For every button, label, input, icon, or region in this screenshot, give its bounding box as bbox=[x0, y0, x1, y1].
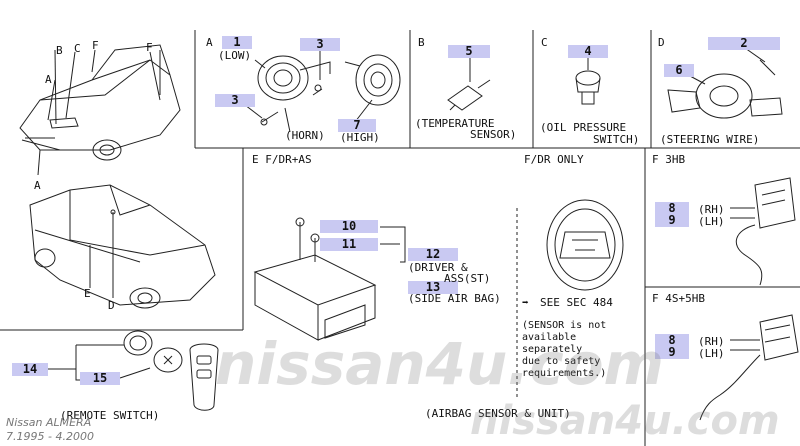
car-rear-overview bbox=[29, 184, 216, 309]
car-front-overview bbox=[19, 44, 181, 176]
overview-label-f-right: F bbox=[146, 41, 153, 54]
sensor-note-line-2: available bbox=[522, 332, 577, 343]
label-oil-pressure: (OIL PRESSURE bbox=[540, 121, 627, 134]
callout-9-4s5hb: 9 bbox=[655, 346, 689, 359]
overview-label-f: F bbox=[92, 39, 99, 52]
callout-8-3hb: 8 bbox=[655, 202, 689, 215]
panel-label-f-dr-only: F/DR ONLY bbox=[524, 153, 584, 166]
label-rh-4s5hb: (RH) bbox=[698, 335, 725, 348]
overview-label-a-lower: A bbox=[34, 179, 41, 192]
sensor-note-line-4: due to safety bbox=[522, 356, 601, 367]
label-sensor: SENSOR) bbox=[470, 128, 517, 141]
callout-1: 1 bbox=[222, 36, 252, 49]
callout-11: 11 bbox=[320, 238, 378, 251]
side-sensor-3hb-illustration bbox=[730, 177, 796, 286]
label-steering-wire: (STEERING WIRE) bbox=[660, 133, 760, 146]
temperature-sensor-illustration bbox=[447, 55, 491, 111]
callout-12: 12 bbox=[408, 248, 458, 261]
overview-label-a: A bbox=[45, 73, 52, 86]
panel-label-f-3hb: F 3HB bbox=[652, 153, 686, 166]
callout-13: 13 bbox=[408, 281, 458, 294]
callout-4: 4 bbox=[568, 45, 608, 58]
panel-label-f-4s5hb: F 4S+5HB bbox=[652, 292, 705, 305]
spiral-cable-illustration bbox=[667, 47, 783, 119]
callout-6: 6 bbox=[664, 64, 694, 77]
label-temperature: (TEMPERATURE bbox=[415, 117, 495, 130]
steering-wheel-illustration bbox=[546, 199, 624, 291]
airbag-unit-illustration bbox=[253, 217, 406, 341]
panel-label-a: A bbox=[206, 36, 213, 49]
panel-label-c: C bbox=[541, 36, 548, 49]
label-assist: ASS(ST) bbox=[444, 272, 491, 285]
callout-7: 7 bbox=[338, 119, 376, 132]
callout-14: 14 bbox=[12, 363, 48, 376]
callout-9-3hb: 9 bbox=[655, 214, 689, 227]
oil-pressure-switch-illustration bbox=[575, 58, 601, 105]
callout-10: 10 bbox=[320, 220, 378, 233]
label-driver: (DRIVER & bbox=[408, 261, 468, 274]
overview-label-d: D bbox=[108, 299, 115, 312]
footer-dates: 7.1995 - 4.2000 bbox=[6, 430, 94, 443]
overview-label-c: C bbox=[74, 42, 81, 55]
arrow-icon: ➡ bbox=[522, 296, 529, 309]
label-rh-3hb: (RH) bbox=[698, 203, 725, 216]
panel-label-b: B bbox=[418, 36, 425, 49]
label-remote-switch: (REMOTE SWITCH) bbox=[60, 409, 160, 422]
sensor-note-line-1: (SENSOR is not bbox=[522, 320, 607, 331]
label-side-air-bag: (SIDE AIR BAG) bbox=[408, 292, 501, 305]
label-lh-3hb: (LH) bbox=[698, 215, 725, 228]
label-see-sec: SEE SEC 484 bbox=[540, 296, 613, 309]
callout-2: 2 bbox=[708, 37, 780, 50]
watermark-bottom-right: nissan4u.com bbox=[470, 398, 780, 444]
callout-8-4s5hb: 8 bbox=[655, 334, 689, 347]
horn-illustration bbox=[244, 50, 401, 133]
label-lh-4s5hb: (LH) bbox=[698, 347, 725, 360]
side-sensor-4s5hb-illustration bbox=[699, 314, 799, 421]
label-horn: (HORN) bbox=[285, 129, 325, 142]
sensor-note-line-3: separately bbox=[522, 344, 583, 355]
label-high: (HIGH) bbox=[340, 131, 380, 144]
callout-15: 15 bbox=[80, 372, 120, 385]
callout-3-bottom: 3 bbox=[215, 94, 255, 107]
callout-5: 5 bbox=[448, 45, 490, 58]
callout-3-top: 3 bbox=[300, 38, 340, 51]
footer-model: Nissan ALMERA bbox=[6, 416, 92, 429]
panel-label-e: E F/DR+AS bbox=[252, 153, 312, 166]
panel-borders bbox=[0, 30, 800, 446]
sensor-note-line-5: requirements.) bbox=[522, 368, 607, 379]
overview-label-b: B bbox=[56, 44, 63, 57]
label-low: (LOW) bbox=[218, 49, 252, 62]
panel-label-d: D bbox=[658, 36, 665, 49]
remote-switch-illustration bbox=[40, 330, 219, 411]
watermark-center: nissan4u.com bbox=[215, 330, 664, 398]
label-airbag-sensor-unit: (AIRBAG SENSOR & UNIT) bbox=[425, 407, 571, 420]
label-switch: SWITCH) bbox=[593, 133, 640, 146]
overview-label-e: E bbox=[84, 287, 91, 300]
